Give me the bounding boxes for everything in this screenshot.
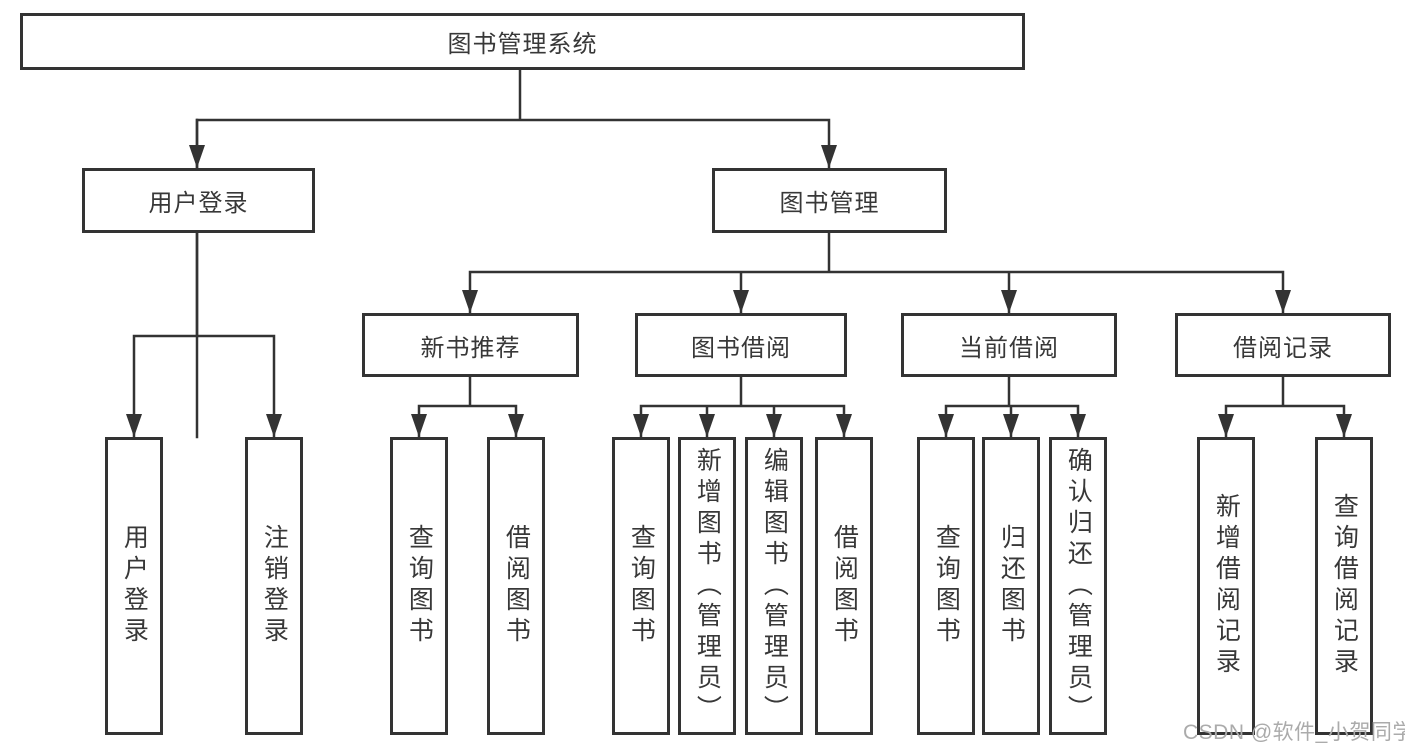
leaf-user-login: 用户登录	[105, 437, 163, 735]
connector-lines	[132, 68, 1346, 439]
leaf-query-borrow-record-label: 查询借阅记录	[1330, 493, 1359, 679]
node-book-borrowing-label: 图书借阅	[691, 334, 791, 362]
leaf-borrow-books-recommend: 借阅图书	[487, 437, 545, 735]
leaf-logout: 注销登录	[245, 437, 303, 735]
leaf-confirm-return-admin-label: 确认归还（管理员）	[1064, 446, 1093, 726]
leaf-query-borrow-record: 查询借阅记录	[1315, 437, 1373, 735]
node-new-book-recommend: 新书推荐	[362, 313, 579, 377]
leaf-query-books-recommend: 查询图书	[390, 437, 448, 735]
node-current-borrowing: 当前借阅	[901, 313, 1117, 377]
leaf-query-books-borrow: 查询图书	[612, 437, 670, 735]
leaf-return-books: 归还图书	[982, 437, 1040, 735]
leaf-add-borrow-record: 新增借阅记录	[1197, 437, 1255, 735]
leaf-query-books-recommend-label: 查询图书	[405, 524, 434, 648]
leaf-borrow-books: 借阅图书	[815, 437, 873, 735]
connector-current-borrow-branch	[944, 375, 1080, 439]
node-library-system: 图书管理系统	[20, 13, 1025, 70]
leaf-edit-books-admin: 编辑图书（管理员）	[745, 437, 803, 735]
node-borrow-records-label: 借阅记录	[1233, 334, 1333, 362]
leaf-user-login-label: 用户登录	[120, 524, 149, 648]
leaf-confirm-return-admin: 确认归还（管理员）	[1049, 437, 1107, 735]
connector-book-mgmt-branch	[468, 231, 1285, 315]
connector-book-borrow-branch	[639, 375, 846, 439]
node-book-borrowing: 图书借阅	[635, 313, 847, 377]
leaf-query-books-borrow-label: 查询图书	[627, 524, 656, 648]
node-book-management: 图书管理	[712, 168, 947, 233]
leaf-return-books-label: 归还图书	[997, 524, 1026, 648]
connector-borrow-records-branch	[1224, 375, 1346, 439]
node-current-borrowing-label: 当前借阅	[959, 334, 1059, 362]
leaf-borrow-books-recommend-label: 借阅图书	[502, 524, 531, 648]
node-library-system-label: 图书管理系统	[447, 31, 598, 58]
leaf-logout-label: 注销登录	[260, 524, 289, 648]
node-new-book-recommend-label: 新书推荐	[420, 334, 521, 362]
leaf-borrow-books-label: 借阅图书	[830, 524, 859, 648]
leaf-query-books-current: 查询图书	[917, 437, 975, 735]
connector-new-book-branch	[417, 375, 518, 439]
node-user-login: 用户登录	[82, 168, 315, 233]
leaf-add-books-admin-label: 新增图书（管理员）	[693, 446, 722, 726]
node-borrow-records: 借阅记录	[1175, 313, 1391, 377]
node-user-login-label: 用户登录	[148, 190, 249, 217]
csdn-watermark: CSDN @软件_小贺同学	[1183, 721, 1405, 744]
connector-root-to-level2	[195, 68, 831, 439]
node-book-management-label: 图书管理	[779, 190, 880, 217]
leaf-edit-books-admin-label: 编辑图书（管理员）	[760, 446, 789, 726]
leaf-query-books-current-label: 查询图书	[932, 524, 961, 648]
leaf-add-books-admin: 新增图书（管理员）	[678, 437, 736, 735]
leaf-add-borrow-record-label: 新增借阅记录	[1212, 493, 1241, 679]
connector-user-login-branch	[132, 231, 276, 439]
